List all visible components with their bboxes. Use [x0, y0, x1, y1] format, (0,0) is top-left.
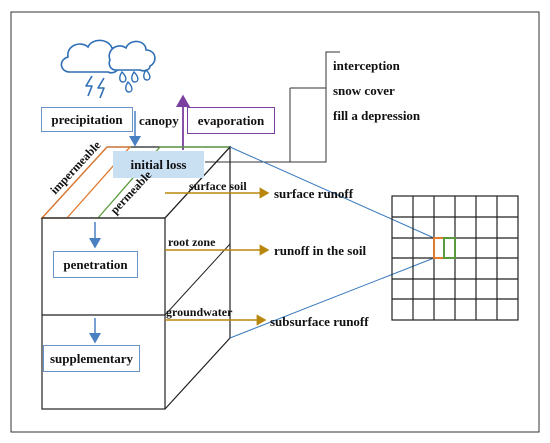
penetration-box: penetration: [53, 251, 138, 278]
interception-label: interception: [333, 58, 400, 73]
grid-impermeable-cell: [433, 237, 445, 259]
projection-line-top: [229, 146, 435, 239]
rain-cloud-icon: [60, 39, 156, 74]
surface-soil-label: surface soil: [189, 179, 247, 193]
groundwater-label: groundwater: [166, 305, 233, 319]
snow-cover-label: snow cover: [333, 83, 395, 98]
initial-loss-box: initial loss: [113, 151, 204, 178]
runoff-in-soil-label: runoff in the soil: [274, 243, 367, 258]
supplementary-box: supplementary: [43, 345, 140, 372]
block-front-face: [41, 217, 166, 410]
root-zone-label: root zone: [168, 235, 216, 249]
fill-depression-label: fill a depression: [333, 108, 421, 123]
evaporation-box: evaporation: [187, 107, 275, 134]
lightning-icon: [85, 75, 105, 99]
canopy-label: canopy: [139, 113, 179, 128]
projection-line-bottom: [229, 257, 435, 339]
outer-frame: [10, 11, 540, 433]
right-layer-line: [164, 243, 231, 316]
precipitation-box: precipitation: [41, 107, 133, 132]
loss-bracket: [205, 51, 340, 163]
block-right-face: [164, 145, 231, 410]
grid-permeable-cell: [443, 237, 456, 259]
permeable-strip: [97, 146, 230, 219]
subsurface-runoff-label: subsurface runoff: [270, 314, 369, 329]
rain-drops-icon: [119, 68, 151, 93]
surface-runoff-label: surface runoff: [274, 186, 354, 201]
